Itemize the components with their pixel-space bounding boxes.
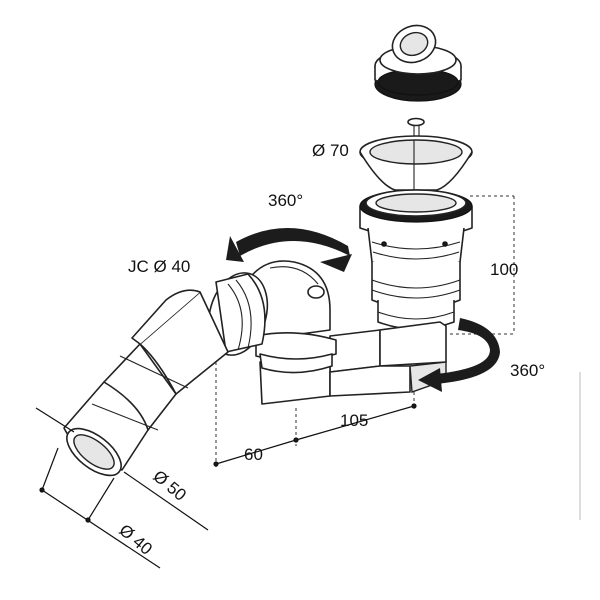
- outlet-inner-diameter-label: Ø 40: [115, 521, 155, 559]
- base-dimensions: [213, 362, 417, 468]
- length-side-label: 60: [244, 445, 263, 464]
- plug-stopper: [374, 24, 462, 102]
- top-rotation-label: 360°: [268, 191, 303, 210]
- top-rotation-arrow: [226, 227, 352, 272]
- elbow-fitting: [243, 260, 337, 374]
- union-nut: [207, 272, 269, 356]
- cap-diameter-label: Ø 70: [312, 141, 349, 160]
- outlet-outer-diameter-label: Ø 50: [149, 467, 189, 505]
- connector-label: JC Ø 40: [128, 257, 190, 276]
- right-rotation-label: 360°: [510, 361, 545, 380]
- height-label: 100: [490, 260, 518, 279]
- right-rotation-arrow: [418, 318, 500, 392]
- length-main-label: 105: [340, 411, 368, 430]
- angled-outlet-pipe: [63, 289, 229, 477]
- strainer-bowl: [359, 135, 473, 192]
- trap-upper-body: [359, 189, 473, 330]
- outlet-dimensions: [35, 407, 209, 569]
